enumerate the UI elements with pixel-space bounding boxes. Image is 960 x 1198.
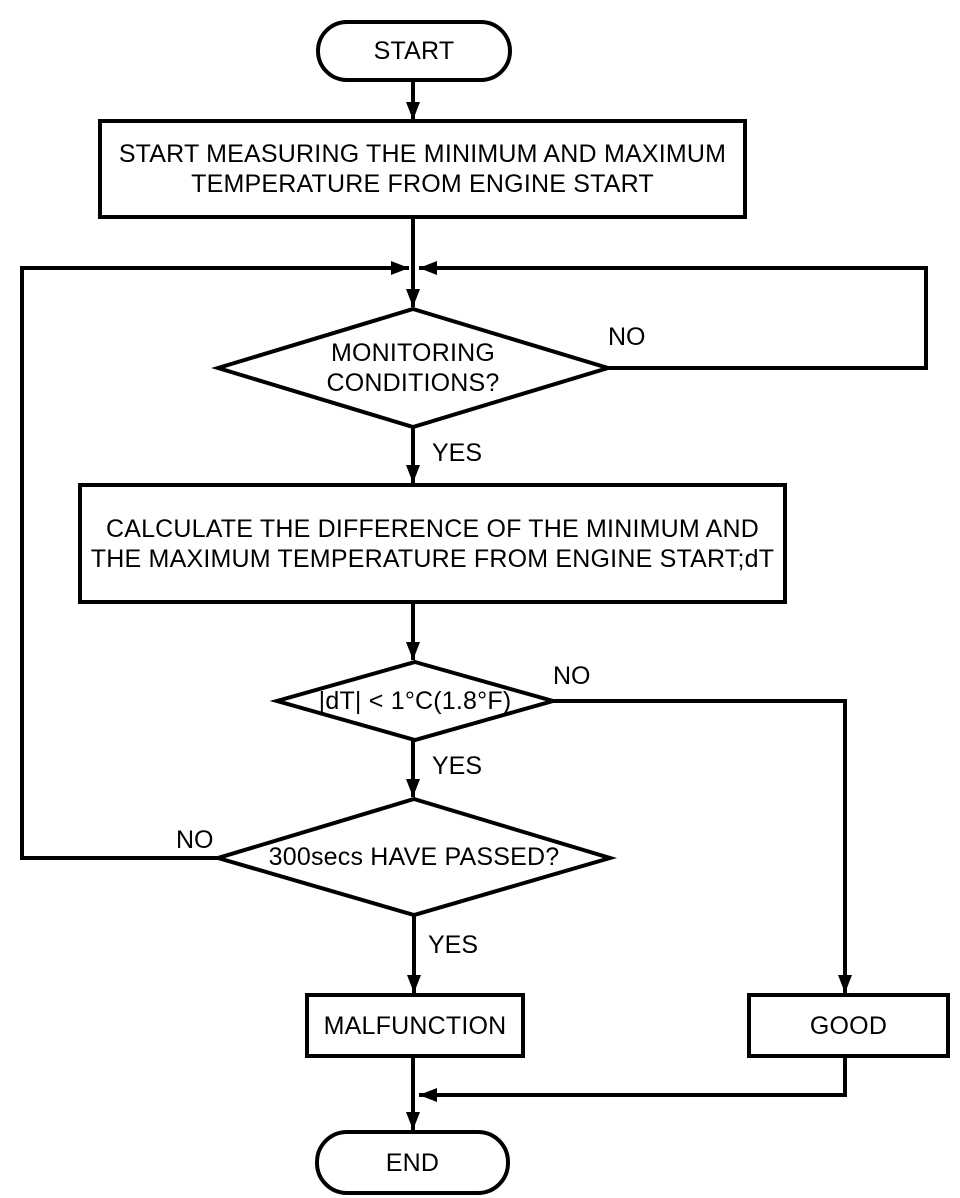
arrow-good-to-end-join [419, 1056, 847, 1102]
passed-no-label: NO [176, 826, 214, 854]
monitoring-label: MONITORING CONDITIONS? [218, 309, 608, 427]
good-label: GOOD [809, 1011, 888, 1040]
passed-label: 300secs HAVE PASSED? [268, 843, 560, 871]
measure-label-line1: START MEASURING THE MINIMUM AND MAXIMUM [118, 140, 727, 168]
dt-check-label: |dT| < 1°C(1.8°F) [318, 687, 512, 715]
end-label: END [385, 1148, 440, 1177]
monitoring-decision-diamond [211, 306, 615, 430]
monitoring-label-line1: MONITORING [330, 339, 496, 367]
measure-label: START MEASURING THE MINIMUM AND MAXIMUM … [100, 121, 745, 217]
calculate-label: CALCULATE THE DIFFERENCE OF THE MINIMUM … [80, 485, 785, 602]
arrow-dt-no-to-good [553, 699, 852, 993]
calculate-process-box [78, 483, 787, 604]
calculate-label-line1: CALCULATE THE DIFFERENCE OF THE MINIMUM … [105, 514, 760, 543]
measure-label-line2: TEMPERATURE FROM ENGINE START [191, 170, 654, 198]
loop-passed-no-to-junction [20, 261, 409, 860]
malfunction-label: MALFUNCTION [323, 1011, 507, 1040]
dt-no-label: NO [553, 662, 591, 690]
monitoring-label-line2: CONDITIONS? [326, 369, 500, 397]
good-result-box [747, 993, 950, 1058]
passed-decision-diamond [210, 796, 618, 918]
start-terminator [316, 20, 512, 82]
monitoring-no-label: NO [608, 323, 646, 351]
dt-yes-label: YES [432, 752, 483, 780]
malfunction-result-box [305, 993, 525, 1058]
monitoring-yes-label: YES [432, 439, 483, 467]
end-terminator [315, 1130, 510, 1195]
measure-process-box [98, 119, 747, 219]
passed-yes-label: YES [428, 931, 479, 959]
loop-monitoring-no-to-junction [419, 261, 928, 370]
dt-check-decision-diamond [269, 659, 561, 743]
start-label: START [373, 37, 455, 65]
calculate-label-line2: THE MAXIMUM TEMPERATURE FROM ENGINE STAR… [90, 544, 775, 573]
